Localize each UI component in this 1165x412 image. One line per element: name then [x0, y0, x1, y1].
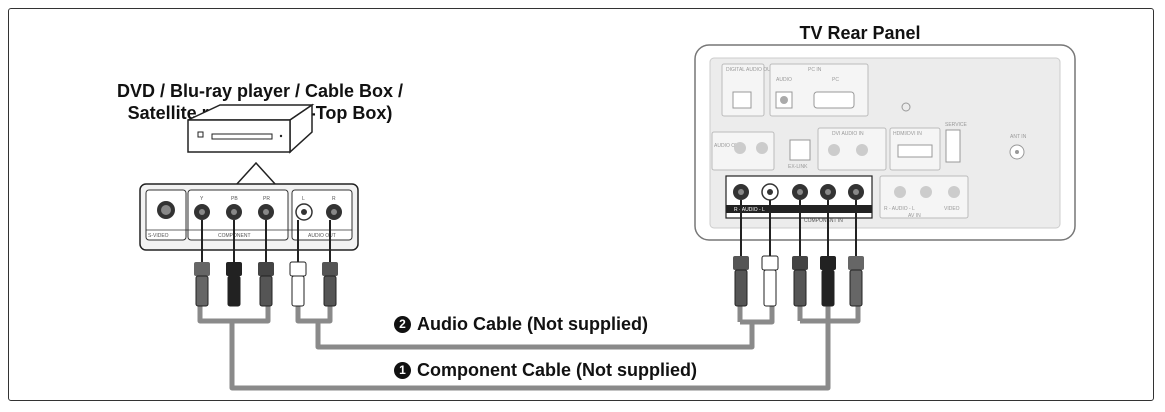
tv-title: TV Rear Panel — [799, 23, 921, 43]
device-title-line-1: DVD / Blu-ray player / Cable Box / — [116, 81, 404, 101]
jack-r-label: R — [332, 196, 336, 202]
tv-plug-wires — [740, 200, 857, 258]
tv-component-in-label: COMPONENT IN — [804, 218, 843, 224]
tv-plugs — [733, 255, 864, 307]
cable-paths — [197, 305, 861, 391]
tv-audio-lr-label: R - AUDIO - L — [734, 207, 765, 213]
component-cable-number: 1 — [394, 362, 411, 379]
tv-ant-in-label: ANT IN — [1010, 134, 1027, 140]
device-plug-wires — [201, 220, 331, 262]
audio-out-label: AUDIO OUT — [308, 233, 336, 239]
device-plugs — [194, 261, 338, 307]
tv-audio-out-label: AUDIO OUT — [714, 143, 742, 149]
plug-y — [194, 262, 210, 307]
tv-plug-audio-l — [761, 255, 779, 307]
jack-pb-label: PB — [231, 196, 238, 202]
tv-plug-pr — [792, 256, 808, 307]
component-cable-label: 1 Component Cable (Not supplied) — [394, 360, 697, 381]
plug-pr — [258, 262, 274, 307]
audio-cable-label: 2 Audio Cable (Not supplied) — [394, 314, 648, 335]
tv-ex-link-label: EX-LINK — [788, 164, 808, 170]
tv-pc-label: PC — [832, 77, 839, 83]
component-cable — [197, 305, 861, 391]
tv-dvi-audio-label: DVI AUDIO IN — [832, 131, 864, 137]
tv-plug-y — [848, 256, 864, 307]
tv-plug-pb — [820, 256, 836, 307]
plug-pb — [226, 262, 242, 307]
audio-cable-text: Audio Cable (Not supplied) — [417, 314, 648, 334]
jack-pr-label: PR — [263, 196, 270, 202]
device-rear-panel: S-VIDEO COMPONENT AUDIO OUT Y PB PR L R — [139, 183, 359, 251]
jack-y-label: Y — [200, 196, 204, 202]
tv-digital-audio-label: DIGITAL AUDIO OUT (OPTICAL) — [726, 67, 800, 73]
tv-pc-audio-label: AUDIO — [776, 77, 792, 83]
jack-l-label: L — [302, 196, 305, 202]
component-cable-text: Component Cable (Not supplied) — [417, 360, 697, 380]
diagram-frame — [8, 8, 1154, 401]
plug-audio-l — [289, 261, 307, 307]
tv-hdmi-label: HDMI/DVI IN — [893, 131, 922, 137]
tv-service-label: SERVICE — [945, 122, 968, 128]
tv-plug-audio-r — [733, 256, 749, 307]
tv-rear-panel: DIGITAL AUDIO OUT (OPTICAL) PC IN AUDIO … — [694, 44, 1076, 241]
tv-video-label: VIDEO — [944, 206, 960, 212]
audio-cable-number: 2 — [394, 316, 411, 333]
set-top-box — [187, 103, 315, 154]
svideo-label: S-VIDEO — [148, 233, 169, 239]
tv-av-audio-label: R - AUDIO - L — [884, 206, 915, 212]
plug-audio-r — [322, 262, 338, 307]
tv-pc-in-label: PC IN — [808, 67, 822, 73]
audio-cable — [295, 305, 775, 350]
tv-av-in-label: AV IN — [908, 213, 921, 219]
